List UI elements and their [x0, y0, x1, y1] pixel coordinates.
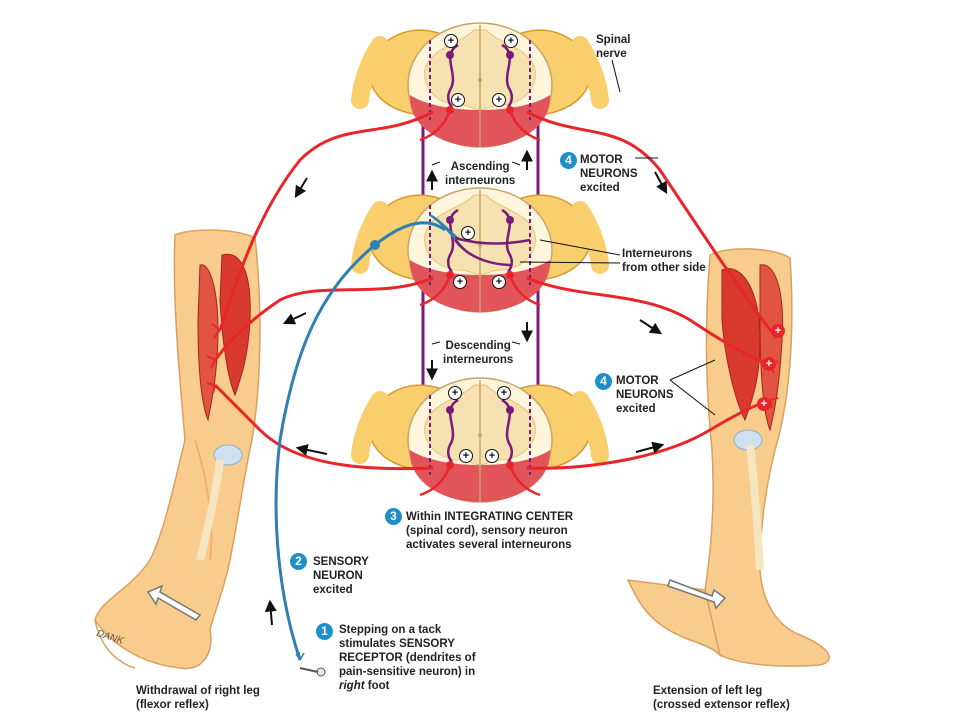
sensory-neuron-path	[274, 221, 446, 661]
step-badge-4-top: 4	[560, 152, 577, 169]
plus-badge: +	[492, 275, 506, 289]
step-badge-3: 3	[385, 508, 402, 525]
left-leg-illustration	[626, 248, 830, 667]
plus-badge: +	[762, 357, 776, 371]
plus-badge: +	[444, 34, 458, 48]
plus-badge: +	[461, 226, 475, 240]
plus-badge: +	[497, 386, 511, 400]
step-badge-1: 1	[316, 623, 333, 640]
tack-italic-word: right	[339, 680, 365, 692]
step-badge-4-bottom: 4	[595, 373, 612, 390]
tack-last-word: foot	[364, 680, 390, 692]
plus-badge: +	[485, 449, 499, 463]
withdrawal-caption: Withdrawal of right leg(flexor reflex)	[136, 685, 260, 711]
spinal-cord-bottom	[360, 378, 600, 502]
right-leg-illustration	[94, 229, 261, 670]
integrating-center-label: Within INTEGRATING CENTER(spinal cord), …	[406, 511, 574, 551]
spinal-cord-middle	[360, 188, 600, 312]
plus-badge: +	[492, 93, 506, 107]
spinal-cord-top	[360, 23, 600, 147]
plus-badge: +	[448, 386, 462, 400]
plus-badge: +	[451, 93, 465, 107]
plus-badge: +	[453, 275, 467, 289]
plus-badge: +	[504, 34, 518, 48]
extension-caption: Extension of left leg(crossed extensor r…	[653, 685, 790, 711]
plus-badge: +	[771, 324, 785, 338]
step-badge-2: 2	[290, 553, 307, 570]
plus-badge: +	[459, 449, 473, 463]
plus-badge: +	[757, 397, 771, 411]
